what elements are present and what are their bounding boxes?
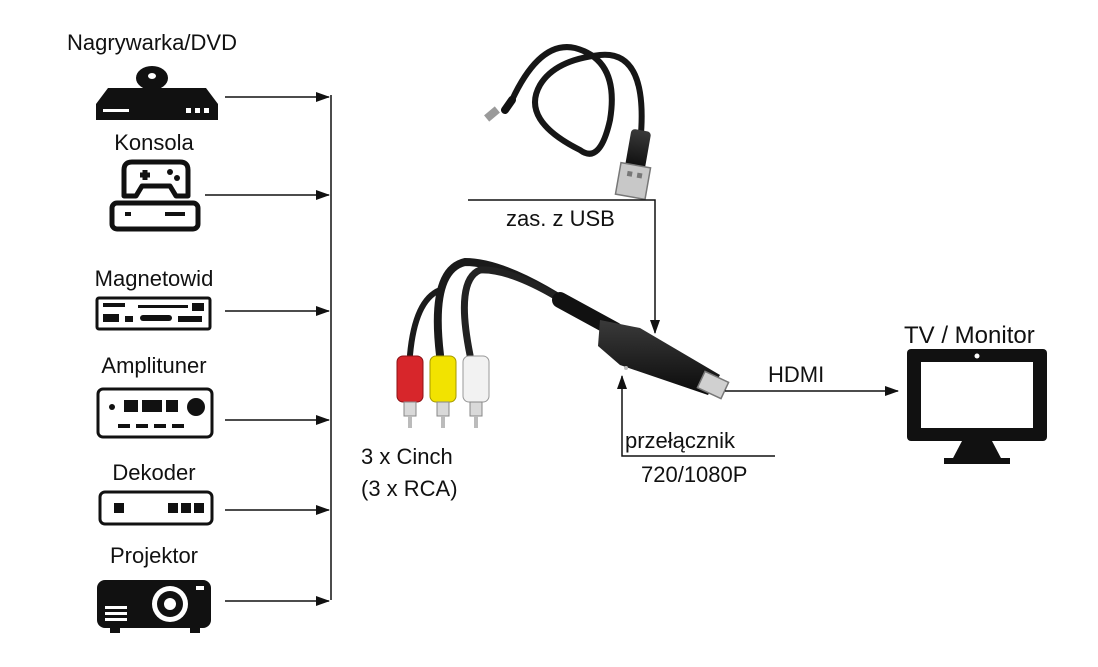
usb-power-pointer bbox=[468, 199, 660, 334]
rca-plug-white bbox=[462, 355, 490, 403]
monitor-icon bbox=[907, 349, 1047, 464]
source-label-console: Konsola bbox=[114, 130, 194, 155]
av-receiver-icon bbox=[96, 387, 214, 439]
usb-cable bbox=[484, 44, 652, 201]
rca-plug-red bbox=[396, 355, 424, 403]
game-console-icon bbox=[109, 159, 201, 232]
rca-cable bbox=[407, 257, 623, 359]
rca-label-line1: 3 x Cinch bbox=[361, 444, 453, 469]
switch-pointer bbox=[617, 375, 775, 457]
vcr-icon bbox=[95, 296, 212, 331]
source-label-decoder: Dekoder bbox=[112, 460, 196, 485]
switch-label-line2: 720/1080P bbox=[641, 462, 748, 487]
source-arrows bbox=[205, 92, 330, 606]
rca-label-line2: (3 x RCA) bbox=[361, 476, 458, 501]
hdmi-adapter bbox=[598, 320, 730, 400]
monitor-label: TV / Monitor bbox=[904, 322, 1035, 349]
usb-power-label: zas. z USB bbox=[506, 206, 615, 231]
switch-label-line1: przełącznik bbox=[625, 428, 736, 453]
rca-plugs bbox=[396, 355, 490, 428]
source-label-projector: Projektor bbox=[109, 543, 199, 568]
source-label-vcr: Magnetowid bbox=[94, 266, 214, 291]
projector-icon bbox=[97, 580, 211, 633]
source-label-receiver: Amplituner bbox=[101, 353, 207, 378]
source-label-dvd: Nagrywarka/DVD bbox=[67, 30, 237, 55]
rca-plug-yellow bbox=[429, 355, 457, 403]
set-top-box-icon bbox=[98, 490, 214, 526]
dvd-recorder-icon bbox=[96, 66, 218, 120]
hdmi-label: HDMI bbox=[768, 362, 825, 387]
